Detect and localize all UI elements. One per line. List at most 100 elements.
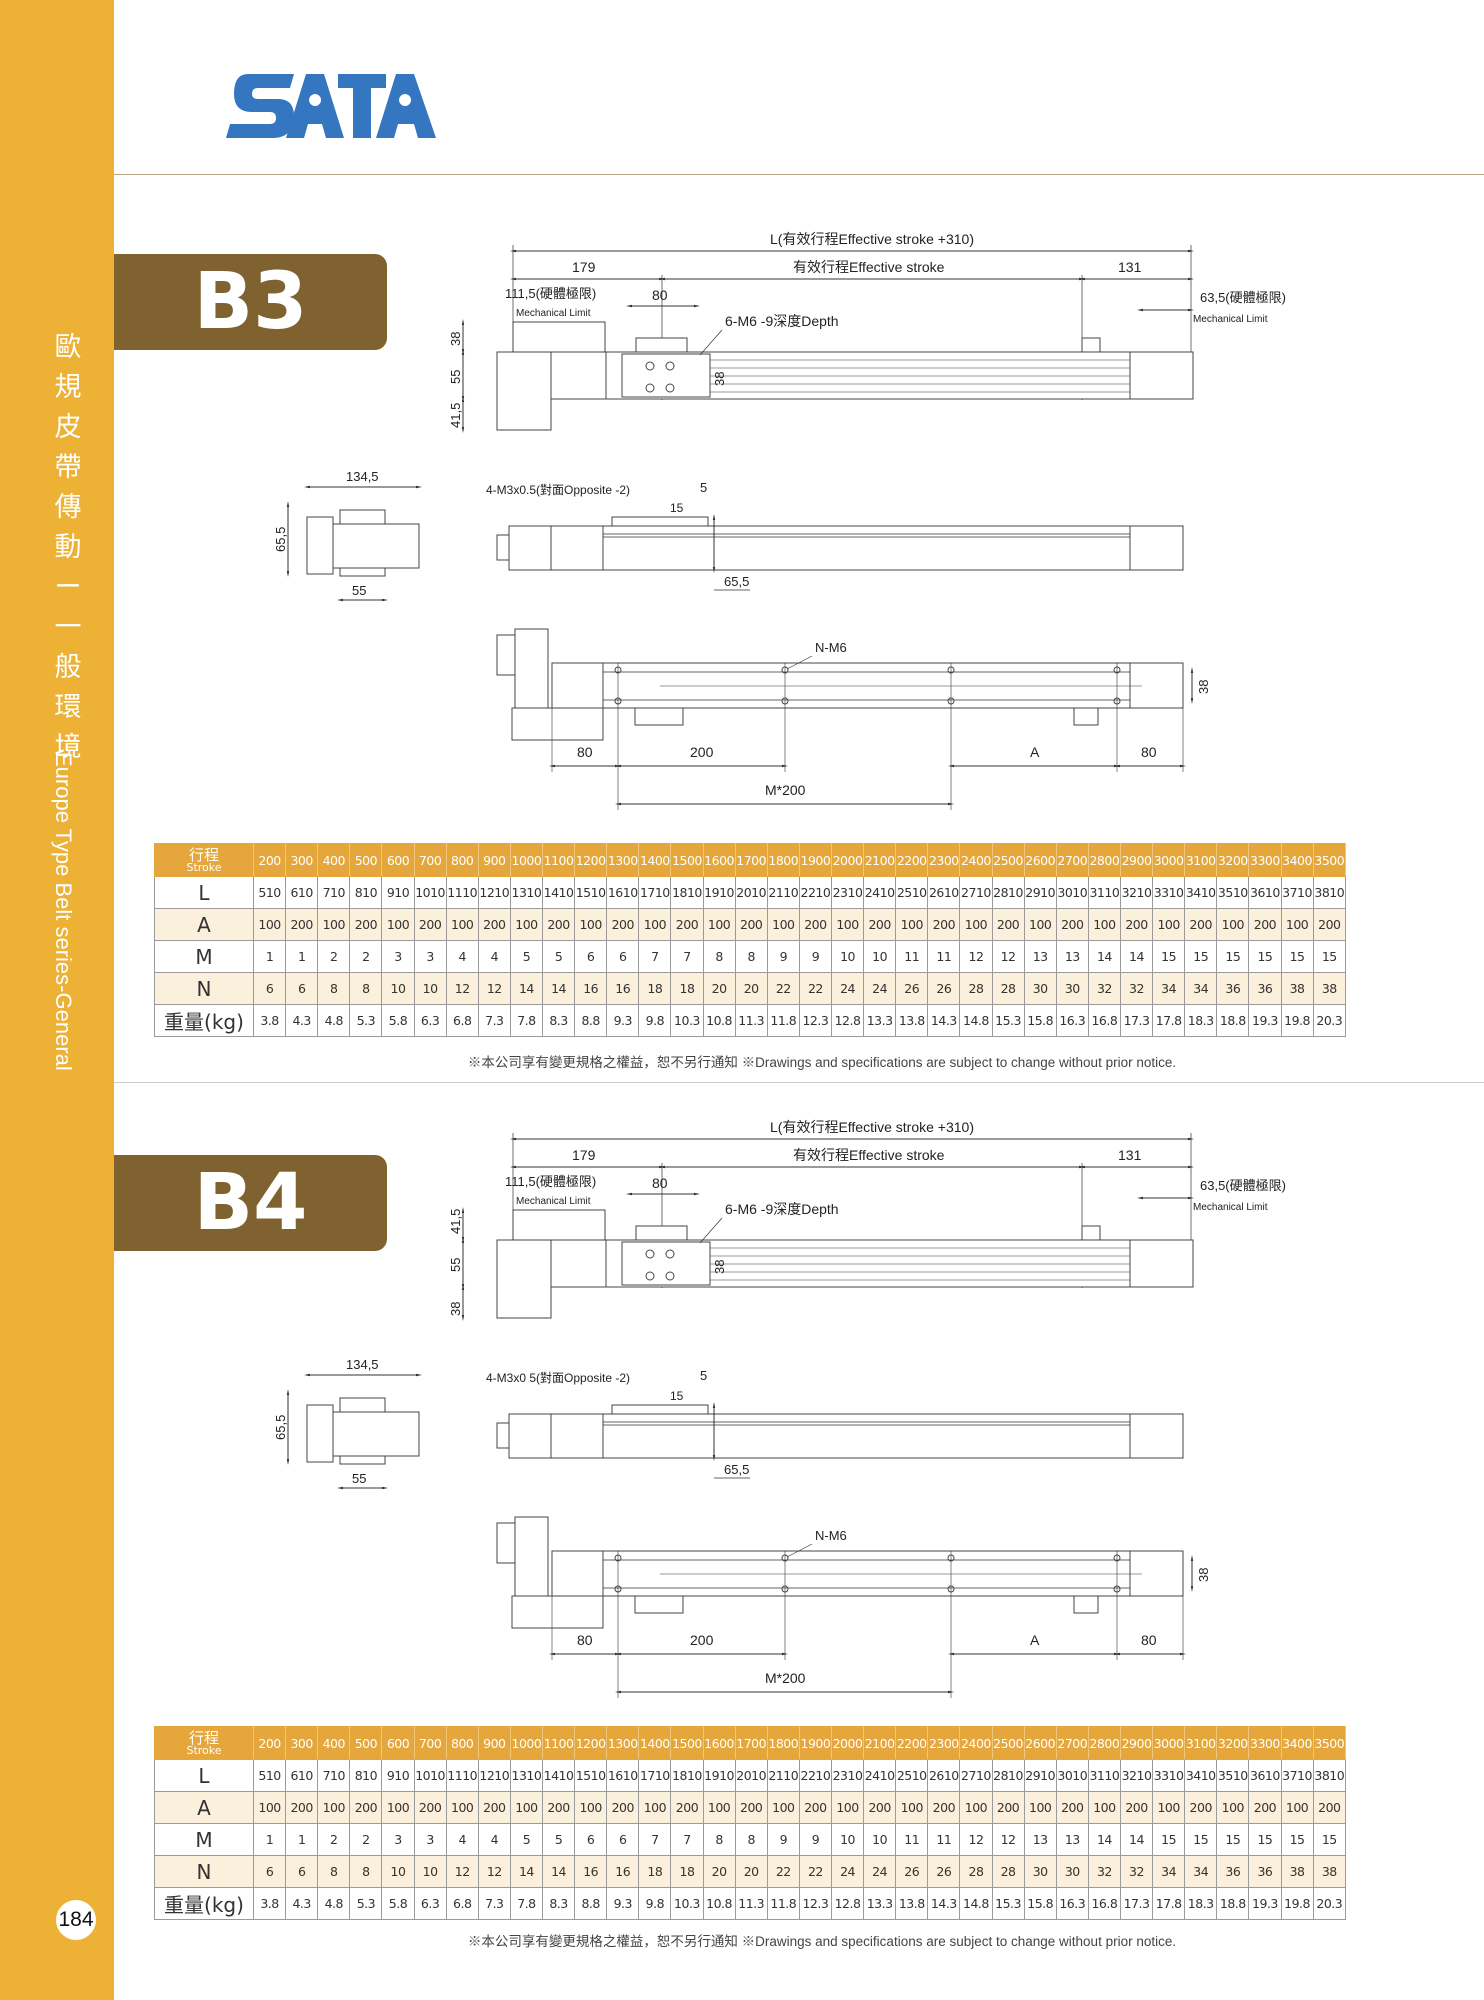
end-top-block	[339, 1397, 386, 1413]
stroke-value: 200	[252, 843, 287, 877]
side-body	[550, 1413, 1184, 1459]
dim-right-label: 131	[1118, 259, 1142, 275]
table-cell: 200	[606, 908, 640, 941]
dim-pitch-label: 200	[690, 1632, 714, 1648]
table-cell: 16.8	[1087, 1887, 1121, 1920]
end-body	[332, 1411, 420, 1457]
stroke-value: 3300	[1248, 1726, 1282, 1760]
sidebar-char: 動	[54, 532, 82, 563]
table-cell: 2010	[734, 876, 768, 909]
sidebar-char: 規	[54, 372, 82, 403]
table-cell: 2410	[863, 1759, 897, 1792]
stroke-value: 3400	[1280, 1726, 1314, 1760]
table-cell: 15	[1216, 1823, 1250, 1856]
table-cell: 100	[445, 1791, 479, 1824]
table-cell: 16	[574, 972, 608, 1005]
sidebar-char: 帶	[54, 452, 82, 483]
sidebar-char: 境	[54, 732, 82, 763]
stroke-value: 3200	[1216, 843, 1250, 877]
holes-label: 6-M6 -9深度Depth	[725, 313, 839, 329]
dim-overall-label: L(有效行程Effective stroke +310)	[770, 231, 974, 247]
holes-label: 6-M6 -9深度Depth	[725, 1201, 839, 1217]
table-cell: 20	[702, 1855, 736, 1888]
table-cell: 1510	[574, 876, 608, 909]
side-cap-left	[550, 1413, 604, 1459]
table-cell: 15.8	[1023, 1004, 1057, 1037]
stroke-value: 1000	[509, 843, 543, 877]
table-cell: 1310	[509, 876, 543, 909]
table-cell: 100	[1087, 908, 1121, 941]
table-cell: 200	[991, 1791, 1025, 1824]
table-cell: 200	[798, 1791, 832, 1824]
table-cell: 2310	[830, 1759, 865, 1792]
stroke-value: 1700	[734, 1726, 768, 1760]
bottom-connector	[496, 634, 516, 676]
table-cell: 15	[1184, 1823, 1218, 1856]
dim-h2-label: 55	[448, 370, 463, 384]
sidebar-char: 一	[54, 612, 82, 643]
table-cell: 12	[991, 1823, 1025, 1856]
end-body	[332, 523, 420, 569]
table-cell: 15	[1312, 1823, 1347, 1856]
table-cell: 38	[1312, 1855, 1347, 1888]
table-cell: 5.8	[381, 1004, 415, 1037]
mount-hole	[665, 383, 675, 393]
bottom-cap-left	[551, 662, 604, 709]
dim-bottom-left-label: 80	[577, 1632, 593, 1648]
mount-hole	[645, 361, 655, 371]
side-body	[550, 525, 1184, 571]
table-cell: 200	[798, 908, 832, 941]
table-cell: 14	[1087, 1823, 1121, 1856]
sidebar-char: 般	[54, 652, 82, 683]
table-cell: 36	[1248, 972, 1282, 1005]
table-cell: 4	[445, 1823, 479, 1856]
stroke-value: 400	[317, 843, 351, 877]
disclaimer-note: ※本公司享有變更規格之權益，恕不另行通知 ※Drawings and speci…	[467, 1934, 1177, 1949]
table-cell: 38	[1280, 972, 1314, 1005]
bottom-cap-right	[1129, 1550, 1184, 1597]
side-holes-label: 4-M3x0 5(對面Opposite -2)	[486, 1371, 630, 1385]
table-cell: 34	[1152, 972, 1186, 1005]
page-number: 184	[56, 1900, 96, 1940]
table-cell: 7	[670, 940, 704, 973]
table-cell: 3410	[1184, 876, 1218, 909]
table-cell: 38	[1312, 972, 1347, 1005]
stroke-value: 1200	[574, 843, 608, 877]
table-cell: 17.8	[1152, 1004, 1186, 1037]
table-cell: 11	[927, 1823, 961, 1856]
table-cell: 2810	[991, 1759, 1025, 1792]
stroke-value: 800	[445, 1726, 479, 1760]
table-cell: 15	[1152, 940, 1186, 973]
side-holes-label: 4-M3x0.5(對面Opposite -2)	[486, 483, 630, 497]
side-cap-right	[1129, 1413, 1184, 1459]
table-cell: 6	[285, 1855, 319, 1888]
table-cell: 14	[1119, 1823, 1154, 1856]
table-cell: 2910	[1023, 1759, 1057, 1792]
table-cell: 2210	[798, 876, 832, 909]
dim-d2-label: 5	[700, 480, 707, 495]
table-cell: 2	[349, 1823, 383, 1856]
stroke-value: 2900	[1119, 843, 1154, 877]
table-cell: 100	[509, 908, 543, 941]
table-cell: 9.3	[606, 1887, 640, 1920]
table-cell: 13	[1055, 1823, 1089, 1856]
table-cell: 1110	[445, 1759, 479, 1792]
table-cell: 3110	[1087, 1759, 1121, 1792]
table-cell: 20.3	[1312, 1887, 1347, 1920]
dim-inner-label: 38	[712, 1260, 727, 1274]
stroke-value: 400	[317, 1726, 351, 1760]
table-cell: 200	[1055, 1791, 1089, 1824]
dim-stroke-label: 有效行程Effective stroke	[793, 259, 945, 275]
stroke-value: 1900	[798, 843, 832, 877]
table-cell: 100	[959, 908, 993, 941]
table-cell: 8	[317, 1855, 351, 1888]
table-cell: 22	[798, 972, 832, 1005]
bottom-body	[551, 662, 1184, 709]
table-cell: 100	[1152, 908, 1186, 941]
table-cell: 2210	[798, 1759, 832, 1792]
table-cell: 32	[1119, 972, 1154, 1005]
stroke-value: 1900	[798, 1726, 832, 1760]
